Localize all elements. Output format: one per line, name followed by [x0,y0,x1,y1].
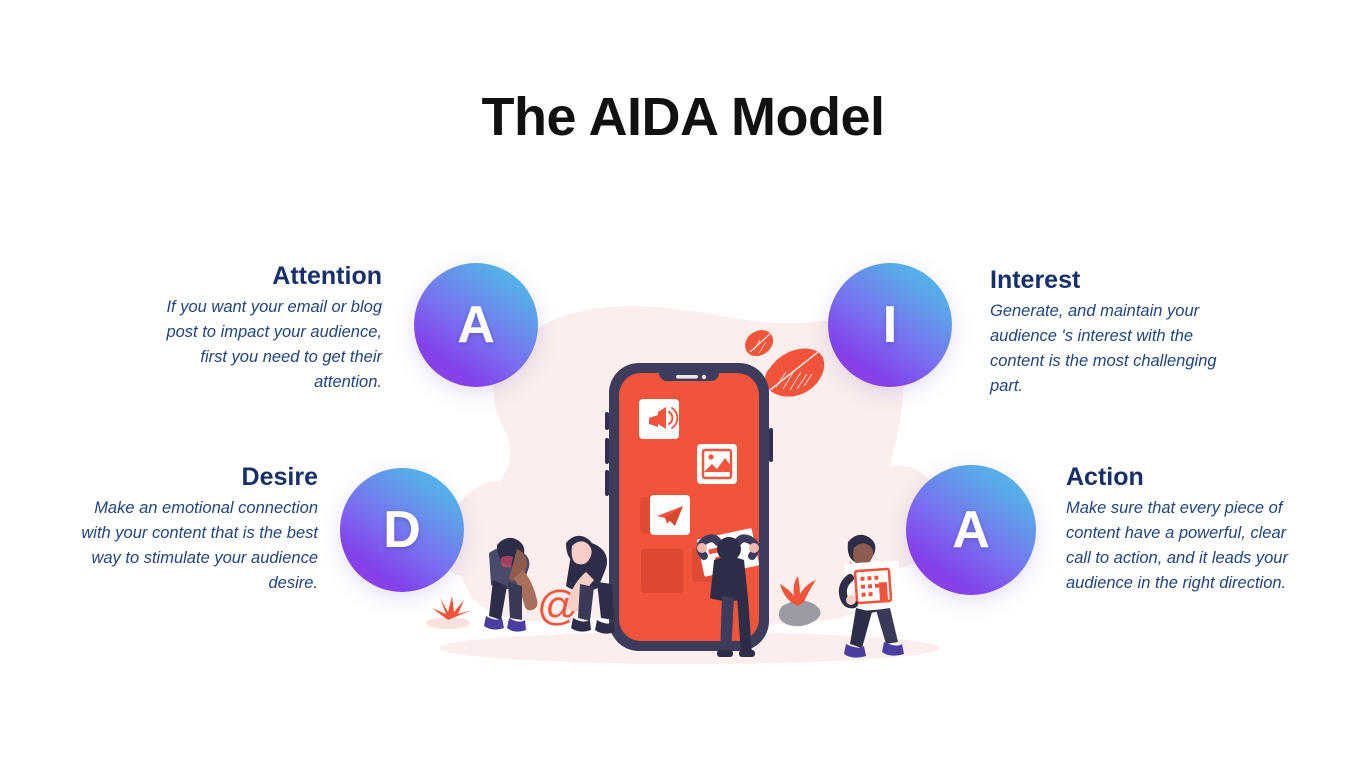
building-icon [844,560,902,612]
circle-letter-action: A [952,501,990,559]
block-desire: Desire Make an emotional connection with… [78,463,318,596]
block-interest-body: Generate, and maintain your audience 's … [990,301,1217,395]
circle-attention[interactable]: A [414,263,538,387]
block-attention-body: If you want your email or blog post to i… [166,297,382,391]
paper-plane-icon [650,495,690,535]
circle-action[interactable]: A [906,465,1036,595]
leaf-large [765,348,825,397]
block-attention-heading: Attention [272,262,382,290]
rock [778,600,821,627]
chart-image-icon [697,444,737,484]
plant-right [780,576,816,606]
block-action-body: Make sure that every piece of content ha… [1066,498,1288,592]
circle-desire[interactable]: D [340,468,464,592]
megaphone-icon [639,399,679,439]
block-action: Action Make sure that every piece of con… [1066,463,1308,596]
block-interest-heading: Interest [990,266,1081,294]
block-desire-heading: Desire [241,463,318,491]
block-interest: Interest Generate, and maintain your aud… [990,266,1226,399]
circle-letter-attention: A [457,296,495,354]
circle-letter-desire: D [383,501,421,559]
block-attention: Attention If you want your email or blog… [150,262,382,395]
circle-letter-interest: I [882,296,898,354]
block-desire-body: Make an emotional connection with your c… [81,498,318,592]
circle-interest[interactable]: I [828,263,952,387]
figure-left-standing [566,535,615,634]
page-title: The AIDA Model [481,87,885,147]
leaf-small [745,330,774,356]
block-action-heading: Action [1066,463,1144,491]
figure-carrying-panel [838,534,904,658]
figure-left-bending [484,537,538,632]
plant-left [426,596,472,629]
figure-posting [696,528,760,657]
